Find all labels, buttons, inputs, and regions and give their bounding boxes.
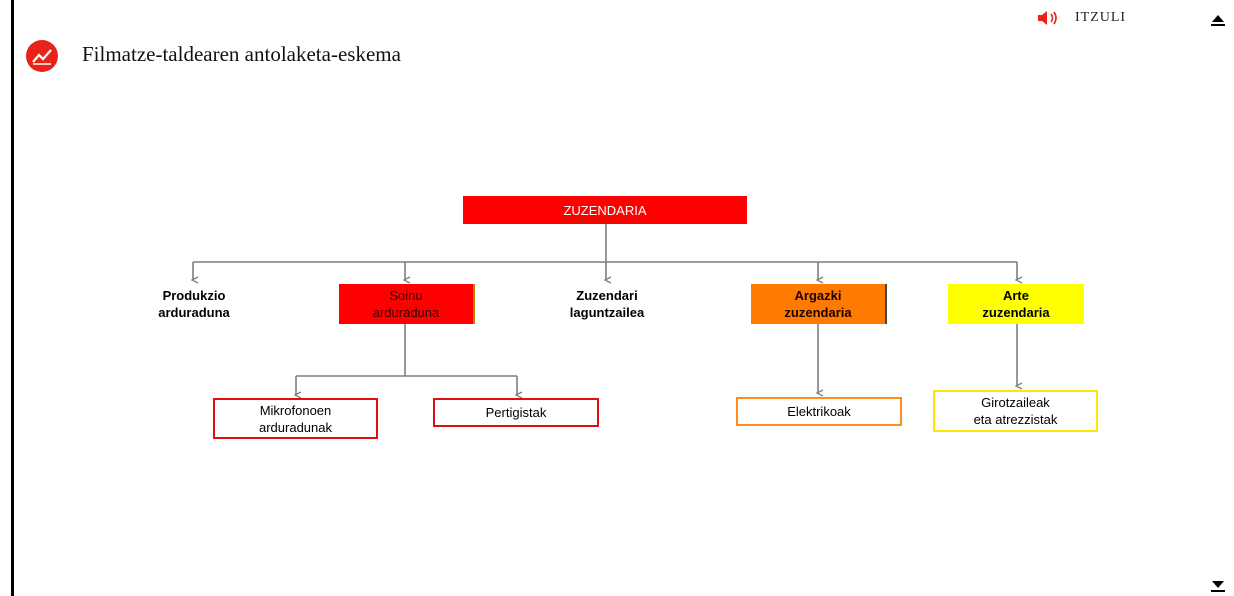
node-zuzendaria: ZUZENDARIA [463, 196, 747, 224]
node-pertigistak: Pertigistak [433, 398, 599, 427]
speaker-icon [1038, 11, 1057, 25]
node-soinu-arduraduna: Soinu arduraduna [339, 284, 473, 324]
node-elektrikoak: Elektrikoak [736, 397, 902, 426]
scroll-up-icon[interactable] [1208, 12, 1228, 28]
left-border-rule [11, 0, 14, 596]
back-label: ITZULI [1075, 10, 1127, 25]
back-button[interactable]: ITZULI [1035, 8, 1126, 28]
node-zuzendari-laguntzailea: Zuzendari laguntzailea [569, 288, 645, 320]
node-mikrofonoen-arduradunak: Mikrofonoen arduradunak [213, 398, 378, 439]
scroll-down-icon[interactable] [1208, 578, 1228, 594]
node-produkzio-arduraduna: Produkzio arduraduna [158, 288, 230, 320]
node-argazki-zuzendaria: Argazki zuzendaria [751, 284, 885, 324]
node-arte-zuzendaria: Arte zuzendaria [948, 284, 1084, 324]
page-title: Filmatze-taldearen antolaketa-eskema [82, 42, 401, 66]
node-girotzaileak-eta-atrezzistak: Girotzaileak eta atrezzistak [933, 390, 1098, 432]
line-chart-icon [26, 40, 58, 72]
